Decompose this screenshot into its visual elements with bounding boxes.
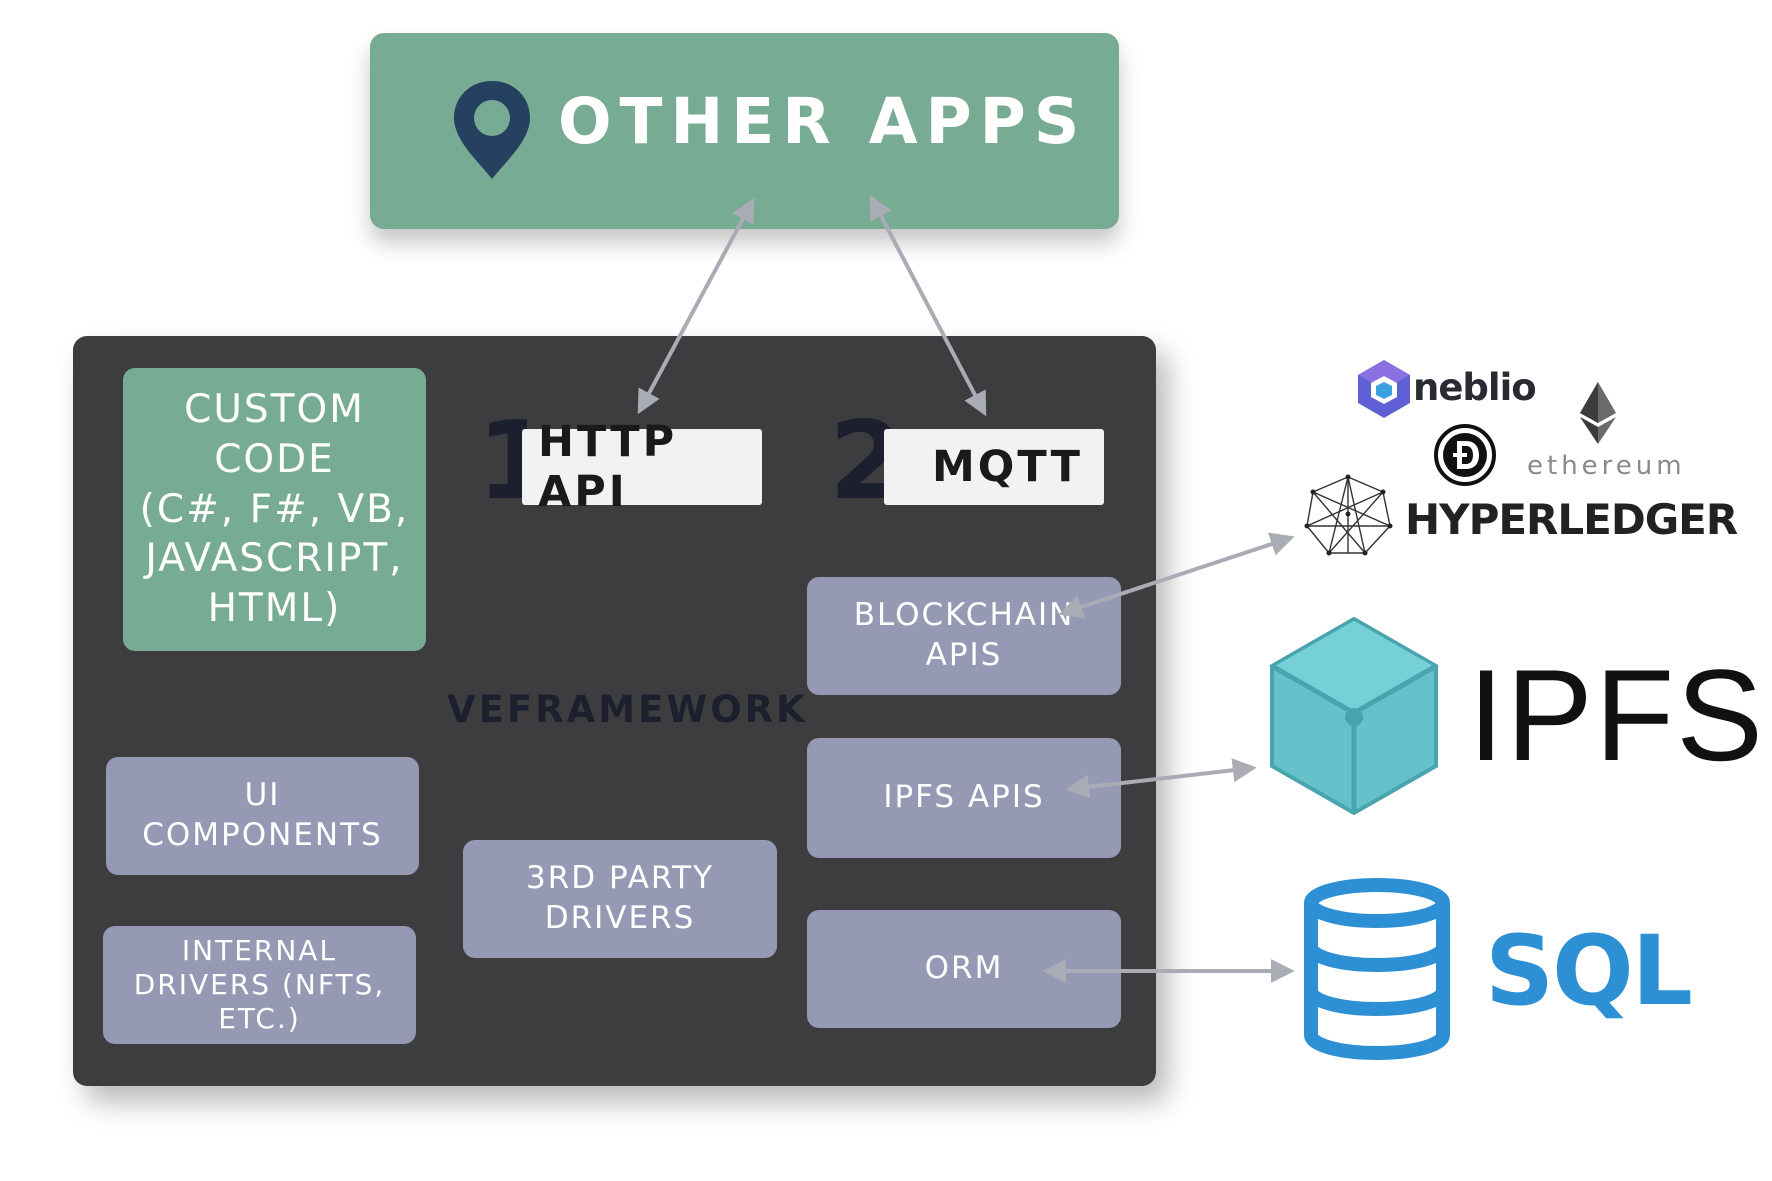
blockchain-apis-box: BLOCKCHAIN APIS [807, 577, 1121, 695]
veframework-label: VEFRAMEWORK [447, 688, 808, 731]
custom-code-box: CUSTOM CODE (C#, F#, VB, JAVASCRIPT, HTM… [123, 368, 426, 651]
dogecoin-logo-icon [1434, 424, 1496, 486]
mqtt-label: MQTT [884, 429, 1104, 505]
ipfs-apis-box: IPFS APIS [807, 738, 1121, 858]
other-apps-label: OTHER APPS [558, 85, 1088, 158]
third-party-drivers-box: 3RD PARTY DRIVERS [463, 840, 777, 958]
neblio-logo-icon [1358, 360, 1410, 418]
hyperledger-label: HYPERLEDGER [1405, 495, 1738, 544]
internal-drivers-box: INTERNAL DRIVERS (NFTS, ETC.) [103, 926, 416, 1044]
ethereum-logo-icon [1580, 382, 1616, 444]
neblio-label: neblio [1413, 366, 1537, 409]
ui-components-box: UI COMPONENTS [106, 757, 419, 875]
hyperledger-logo-icon [1304, 474, 1393, 556]
orm-box: ORM [807, 910, 1121, 1028]
sql-label: SQL [1485, 915, 1693, 1027]
ethereum-label: ethereum [1527, 451, 1686, 481]
http-api-label: HTTP API [522, 417, 762, 517]
database-icon [1304, 878, 1450, 1060]
ipfs-logo-icon [1268, 616, 1440, 816]
other-apps-box: OTHER APPS [370, 33, 1119, 229]
ipfs-label: IPFS [1468, 642, 1765, 788]
map-pin-icon [454, 81, 530, 179]
